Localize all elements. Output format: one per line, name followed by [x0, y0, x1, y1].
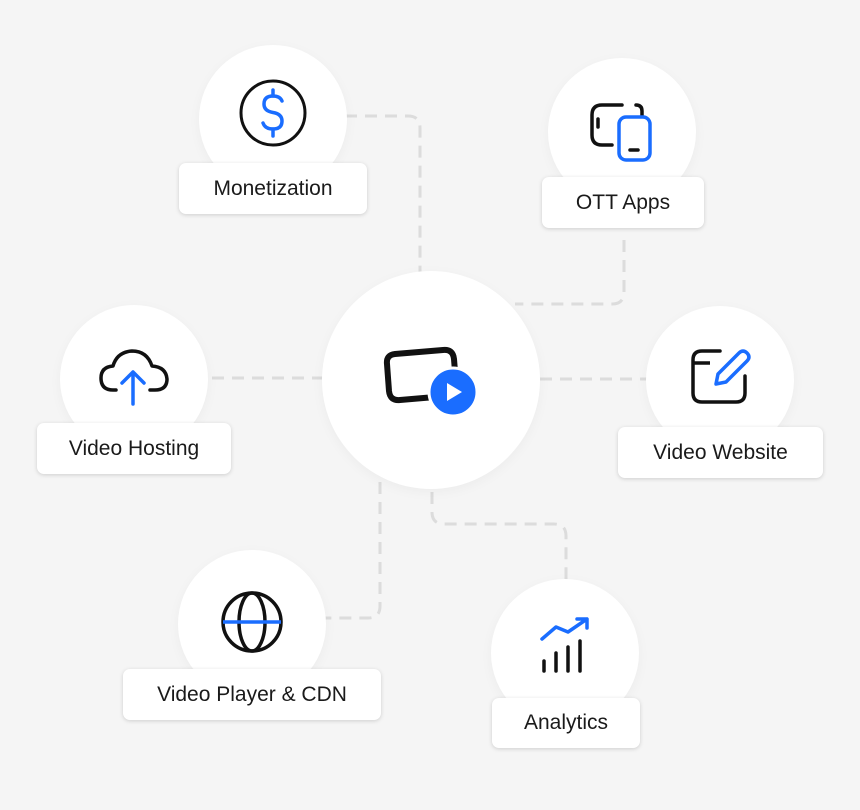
edit-icon: [688, 346, 752, 406]
devices-icon: [586, 97, 658, 163]
ott-apps-label: OTT Apps: [542, 177, 704, 228]
video-website-label: Video Website: [618, 427, 823, 478]
video-hosting-label: Video Hosting: [37, 423, 231, 474]
hub-circle: [322, 271, 540, 489]
analytics-label: Analytics: [492, 698, 640, 748]
connector-analytics: [430, 492, 568, 580]
connector-video-player: [325, 482, 382, 620]
dollar-icon: [237, 77, 309, 149]
video-play-icon: [379, 340, 483, 420]
video-player-label: Video Player & CDN: [123, 669, 381, 720]
globe-icon: [219, 589, 285, 655]
analytics-icon: [537, 615, 593, 675]
connector-ott-apps: [515, 240, 626, 306]
monetization-label: Monetization: [179, 163, 367, 214]
cloud-upload-icon: [97, 346, 171, 408]
connector-monetization: [345, 114, 422, 272]
